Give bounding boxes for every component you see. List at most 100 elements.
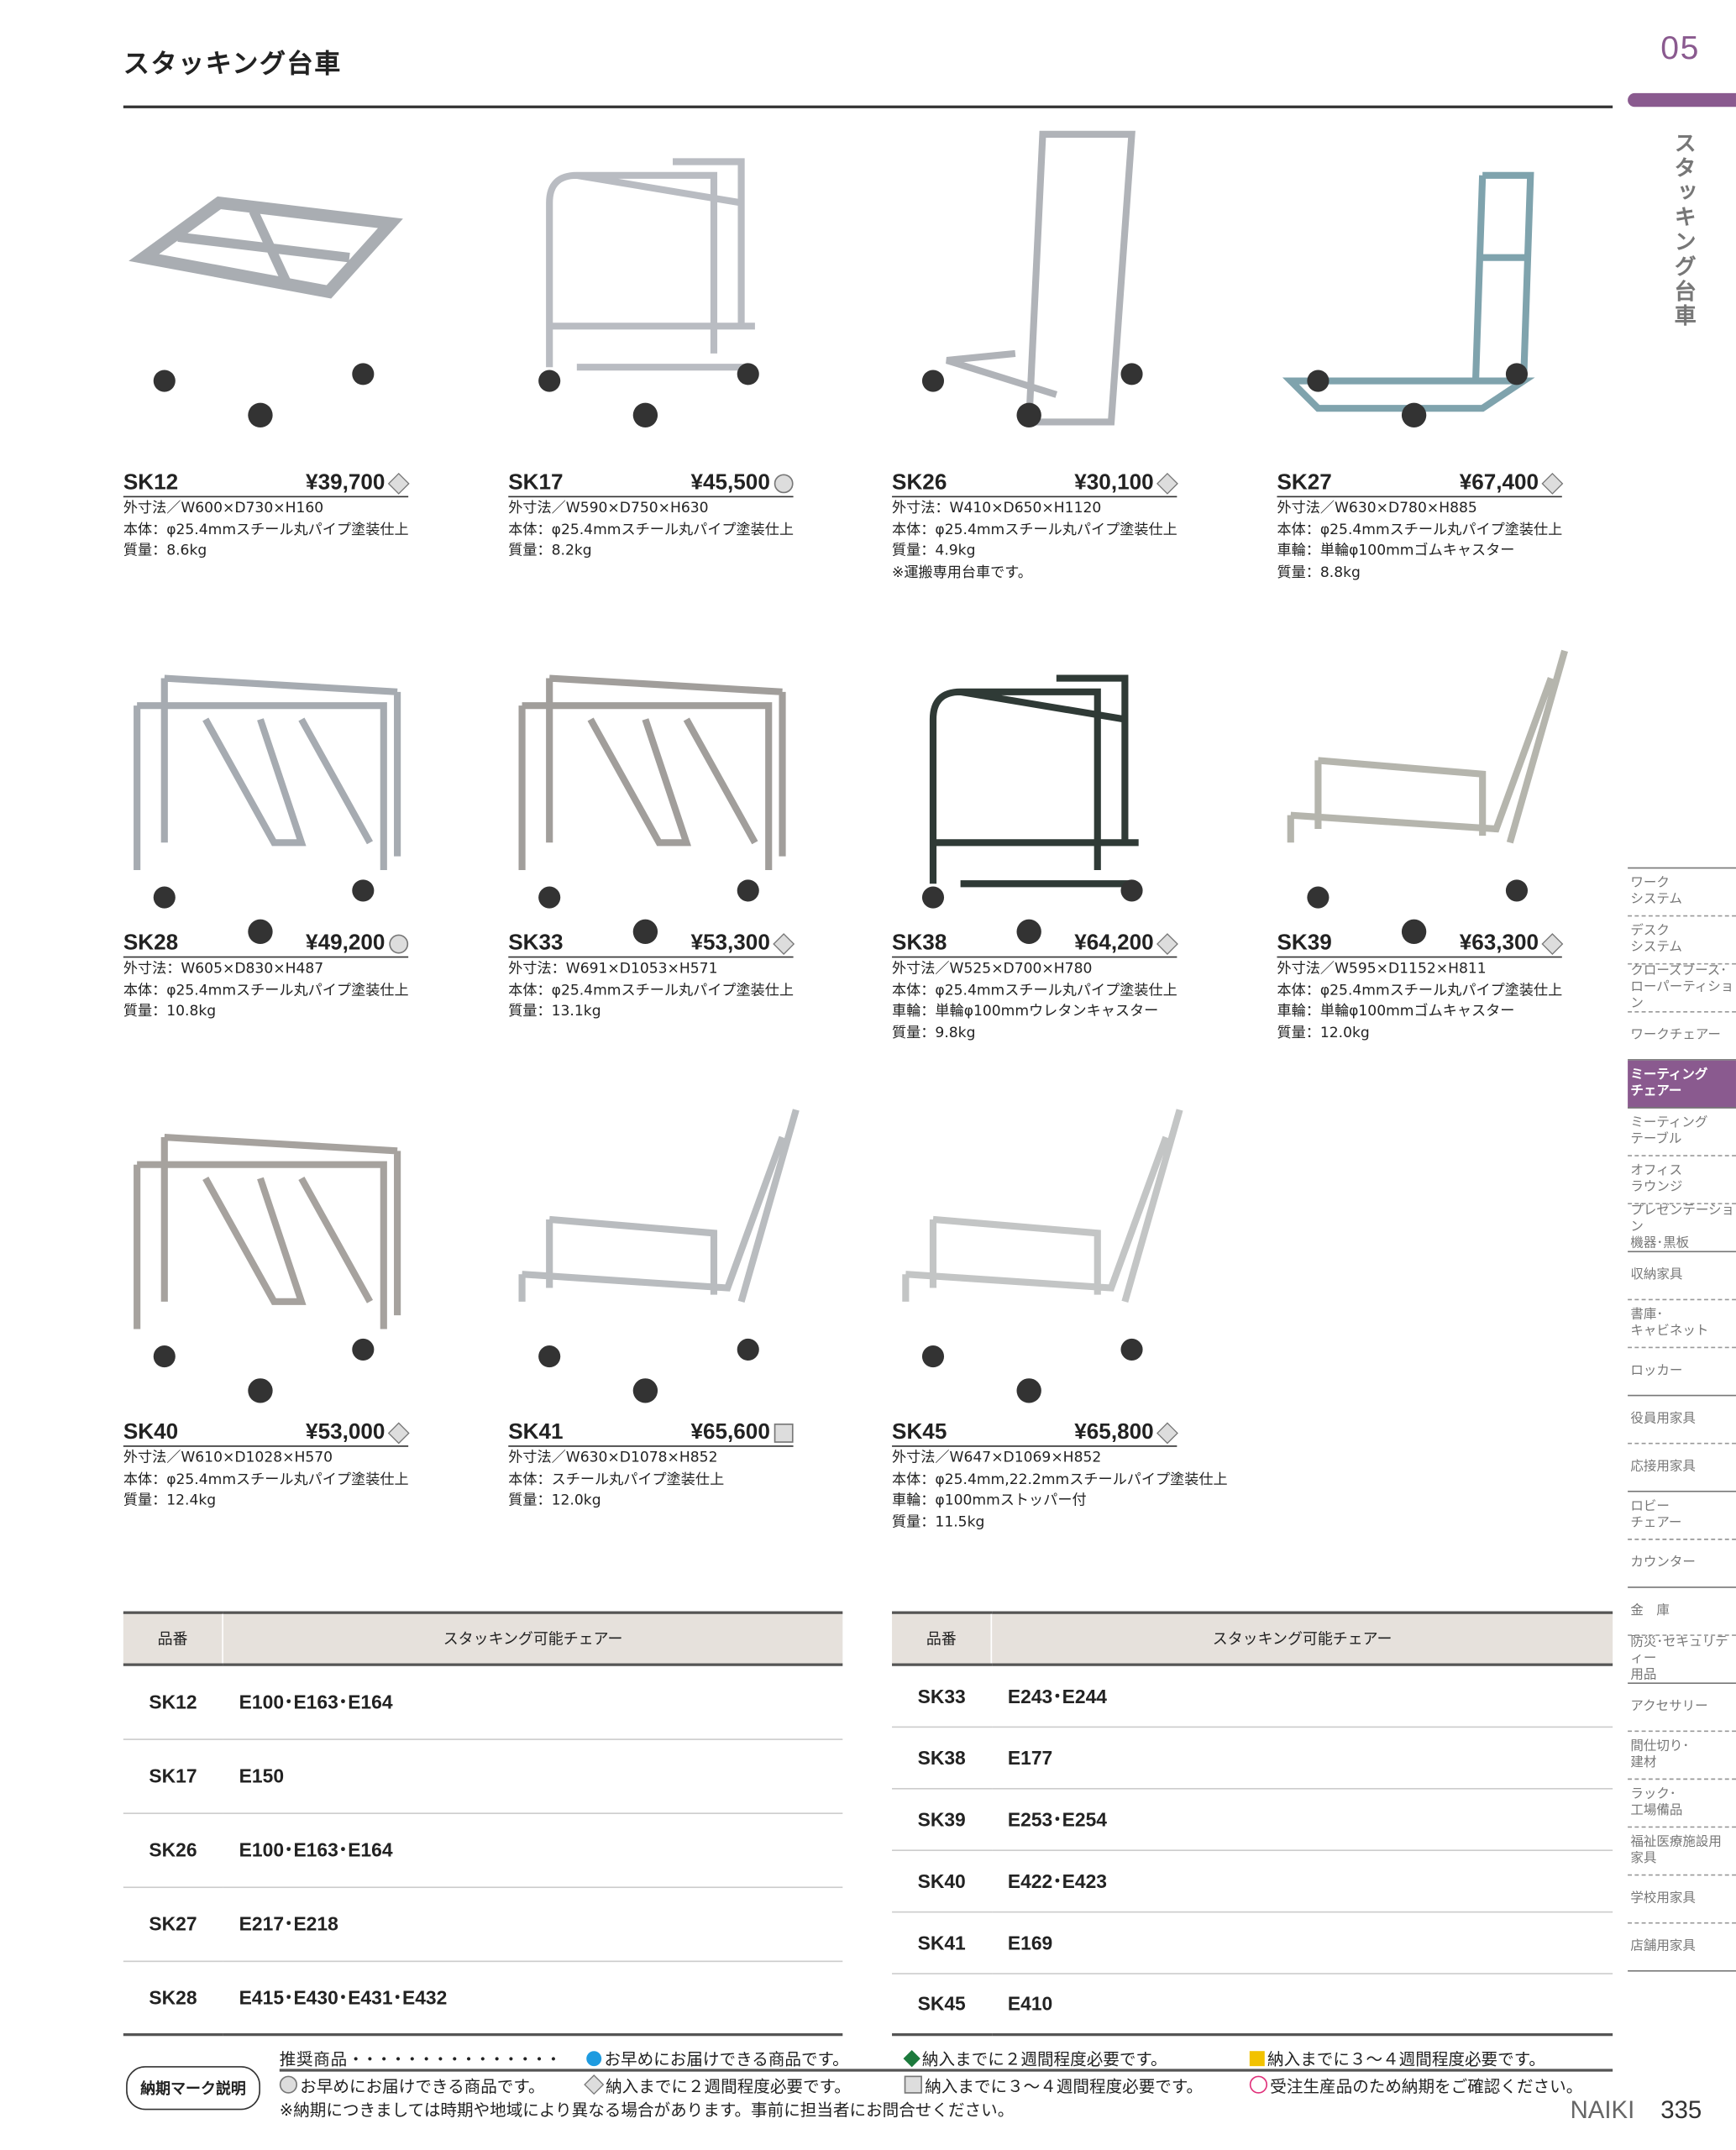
product-header: SK39¥63,300 bbox=[1277, 931, 1564, 958]
sidebar-item[interactable]: オフィス ラウンジ bbox=[1628, 1156, 1736, 1205]
sidebar-item[interactable]: 防災･セキュリティー 用品 bbox=[1628, 1634, 1736, 1684]
sidebar-item[interactable]: 金 庫 bbox=[1628, 1588, 1736, 1636]
sidebar-item-label: 金 庫 bbox=[1630, 1602, 1670, 1618]
cart-code: SK17 bbox=[123, 1738, 223, 1814]
sidebar-item[interactable]: ロビー チェアー bbox=[1628, 1492, 1736, 1540]
product-price: ¥67,400 bbox=[1459, 471, 1539, 495]
sidebar-item[interactable]: ロッカー bbox=[1628, 1348, 1736, 1397]
diamond-mark-icon bbox=[1156, 1422, 1178, 1445]
cart-code: SK12 bbox=[123, 1665, 223, 1740]
sidebar-item-label: ワークチェアー bbox=[1630, 1027, 1721, 1043]
legend-n3: 納入までに３～４週間程度必要です。 bbox=[904, 2074, 1203, 2098]
sidebar-item-label: ワーク システム bbox=[1630, 875, 1682, 907]
diamond-mark-icon bbox=[1541, 472, 1564, 495]
page-number: 335 bbox=[1660, 2096, 1702, 2124]
sidebar-item-label: ミーティング テーブル bbox=[1630, 1114, 1708, 1147]
diamond-icon bbox=[584, 2074, 605, 2095]
product-spec: 質量：11.5kg bbox=[892, 1513, 985, 1530]
sidebar-item-label: デスク システム bbox=[1630, 923, 1682, 956]
product-price: ¥65,800 bbox=[1074, 1420, 1154, 1445]
sidebar-item-label: 書庫･ キャビネット bbox=[1630, 1307, 1709, 1339]
legend-text: 納入までに２週間程度必要です。 bbox=[606, 2077, 851, 2097]
sidebar-item[interactable]: 間仕切り･ 建材 bbox=[1628, 1732, 1736, 1780]
sidebar-item[interactable]: 学校用家具 bbox=[1628, 1875, 1736, 1924]
sidebar-item[interactable]: カウンター bbox=[1628, 1540, 1736, 1588]
product-header: SK33¥53,300 bbox=[508, 931, 795, 958]
product-spec: 質量：12.0kg bbox=[1277, 1024, 1370, 1041]
legend-n1: お早めにお届けできる商品です。 bbox=[279, 2074, 545, 2098]
product-spec: 外寸法：W605×D830×H487 bbox=[123, 960, 324, 978]
product-spec: 本体：スチール丸パイプ塗装仕上 bbox=[508, 1471, 725, 1487]
compatible-chairs: E422･E423 bbox=[991, 1849, 1613, 1912]
page-title: スタッキング台車 bbox=[123, 49, 342, 80]
sidebar-item[interactable]: 福祉医療施設用 家具 bbox=[1628, 1828, 1736, 1876]
product-spec: 外寸法／W647×D1069×H852 bbox=[892, 1450, 1102, 1466]
sidebar-item[interactable]: デスク システム bbox=[1628, 916, 1736, 965]
sidebar-item[interactable]: ラック･ 工場備品 bbox=[1628, 1780, 1736, 1828]
product-header: SK17¥45,500 bbox=[508, 471, 794, 498]
product-header: SK38¥64,200 bbox=[892, 931, 1178, 958]
sidebar-item[interactable]: 収納家具 bbox=[1628, 1252, 1736, 1301]
sidebar-item-label: 役員用家具 bbox=[1630, 1411, 1696, 1427]
blue-circle-icon bbox=[586, 2051, 602, 2067]
legend-text: お早めにお届けできる商品です。 bbox=[604, 2049, 849, 2069]
circle-mark-icon bbox=[389, 934, 409, 954]
legend-n2: 納入までに２週間程度必要です。 bbox=[584, 2074, 851, 2098]
sidebar-item[interactable]: 書庫･ キャビネット bbox=[1628, 1300, 1736, 1349]
product-code: SK40 bbox=[123, 1420, 179, 1445]
sidebar-item-label: 店舗用家具 bbox=[1630, 1938, 1696, 1954]
product-price: ¥53,000 bbox=[306, 1420, 385, 1445]
cart-illustration bbox=[538, 158, 759, 427]
sidebar-item[interactable]: ミーティング テーブル bbox=[1628, 1109, 1736, 1156]
product-spec: 質量：8.6kg bbox=[123, 543, 207, 559]
sidebar-item-label: カウンター bbox=[1630, 1555, 1696, 1571]
cart-illustration bbox=[134, 1133, 401, 1403]
product-image-sk12 bbox=[123, 121, 408, 450]
sidebar-item[interactable]: ミーティング チェアー bbox=[1628, 1060, 1736, 1109]
product-spec: 質量：8.8kg bbox=[1277, 564, 1361, 580]
product-spec: 外寸法／W630×D1078×H852 bbox=[508, 1450, 718, 1466]
product-image-sk27 bbox=[1277, 121, 1561, 450]
col-header-code: 品番 bbox=[892, 1611, 993, 1666]
product-code: SK26 bbox=[892, 471, 947, 495]
product-code: SK28 bbox=[123, 931, 179, 956]
sidebar-item-label: 福祉医療施設用 家具 bbox=[1630, 1834, 1722, 1866]
product-spec: 質量：9.8kg bbox=[892, 1024, 976, 1041]
product-spec: 本体：φ25.4mmスチール丸パイプ塗装仕上 bbox=[508, 981, 795, 999]
sidebar-item-label: 防災･セキュリティー 用品 bbox=[1630, 1634, 1728, 1683]
sidebar-item[interactable]: 役員用家具 bbox=[1628, 1396, 1736, 1445]
sidebar-item[interactable]: クローズブース･ ローパーティション bbox=[1628, 963, 1736, 1013]
sidebar-item[interactable]: 応接用家具 bbox=[1628, 1444, 1736, 1492]
sidebar-item[interactable]: アクセサリー bbox=[1628, 1684, 1736, 1733]
chapter-tab bbox=[1628, 92, 1736, 108]
col-header-code: 品番 bbox=[123, 1611, 223, 1666]
product-image-sk40 bbox=[123, 1096, 408, 1425]
compatible-chairs: E243･E244 bbox=[991, 1665, 1613, 1728]
sidebar-item[interactable]: プレゼンテーション 機器･黒板 bbox=[1628, 1203, 1736, 1253]
sidebar-item-label: ラック･ 工場備品 bbox=[1630, 1786, 1683, 1818]
product-spec: 外寸法／W600×D730×H160 bbox=[123, 500, 324, 517]
col-header-chairs: スタッキング可能チェアー bbox=[223, 1611, 843, 1666]
diamond-mark-icon bbox=[1156, 933, 1178, 955]
cart-illustration bbox=[518, 1109, 800, 1403]
diamond-mark-icon bbox=[773, 933, 795, 955]
sidebar-item[interactable]: 店舗用家具 bbox=[1628, 1923, 1736, 1972]
cart-code: SK26 bbox=[123, 1812, 223, 1888]
diamond-mark-icon bbox=[387, 472, 410, 495]
compatible-chairs: E169 bbox=[991, 1911, 1613, 1974]
product-spec: 本体：φ25.4mmスチール丸パイプ塗装仕上 bbox=[123, 521, 409, 538]
product-spec: 外寸法／W595×D1152×H811 bbox=[1277, 960, 1487, 978]
sidebar-item[interactable]: ワーク システム bbox=[1628, 868, 1736, 917]
cart-illustration bbox=[902, 1109, 1183, 1403]
sidebar-item-label: 間仕切り･ 建材 bbox=[1630, 1738, 1690, 1770]
sidebar-item[interactable]: ワークチェアー bbox=[1628, 1013, 1736, 1061]
cart-illustration bbox=[134, 674, 401, 945]
legend-recommended: 推 奨 商 品 ・・・・・・・・・・・・・・・ bbox=[279, 2049, 562, 2069]
